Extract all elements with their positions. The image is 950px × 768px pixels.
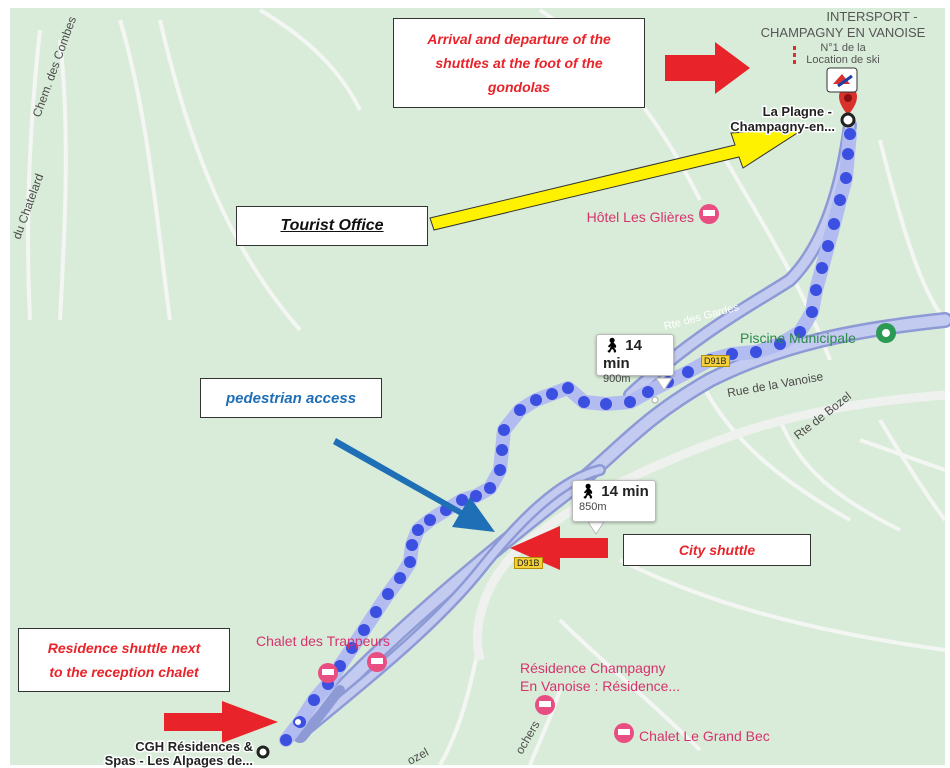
walking-route-dot bbox=[496, 444, 508, 456]
intersport-label-2: CHAMPAGNY EN VANOISE bbox=[761, 25, 926, 40]
walking-route-dot bbox=[404, 556, 416, 568]
annotation-arrival-line3: gondolas bbox=[487, 79, 551, 95]
walking-route-dot bbox=[822, 240, 834, 252]
red-arrow-city-shuttle bbox=[510, 526, 608, 570]
grand-bec-pin-icon[interactable] bbox=[614, 723, 634, 743]
chalet-pin-icon-2[interactable] bbox=[318, 663, 338, 683]
walking-route-dot bbox=[358, 624, 370, 636]
laplagne-label-2: Champagny-en... bbox=[730, 119, 835, 134]
residence-label-2: En Vanoise : Résidence... bbox=[520, 678, 680, 694]
pool-pin-icon[interactable] bbox=[876, 323, 896, 343]
walking-route-dot bbox=[382, 588, 394, 600]
walking-route-dot bbox=[562, 382, 574, 394]
walking-route-dot bbox=[406, 539, 418, 551]
walking-route-dot bbox=[470, 490, 482, 502]
walking-route-dot bbox=[514, 404, 526, 416]
annotation-arrival: Arrival and departure of the shuttles at… bbox=[393, 18, 645, 108]
residence-pin-icon[interactable] bbox=[535, 695, 555, 715]
annotation-city-shuttle: City shuttle bbox=[623, 534, 811, 566]
hotel-pin-icon[interactable] bbox=[699, 204, 719, 224]
walking-route-dot bbox=[578, 396, 590, 408]
walking-route-dot bbox=[484, 482, 496, 494]
walking-route-dot bbox=[346, 642, 358, 654]
walking-icon-2: 🚶︎ bbox=[579, 483, 597, 499]
hotel-glieres-label: Hôtel Les Glières bbox=[587, 209, 694, 225]
walking-route-dot bbox=[370, 606, 382, 618]
route-chip-walk2[interactable]: 🚶︎ 14 min 850m bbox=[572, 480, 656, 522]
walking-icon: 🚶︎ bbox=[603, 337, 621, 353]
route-distance: 900m bbox=[603, 373, 631, 385]
residence-label-1: Résidence Champagny bbox=[520, 660, 666, 676]
red-arrow-residence bbox=[164, 701, 278, 743]
walking-route-dot bbox=[810, 284, 822, 296]
walking-route-dot bbox=[624, 396, 636, 408]
yellow-arrow-tourist-office bbox=[429, 127, 807, 231]
walking-route-dot bbox=[280, 734, 292, 746]
walking-route-dot bbox=[494, 464, 506, 476]
walking-route-dot bbox=[546, 388, 558, 400]
annotation-residence: Residence shuttle next to the reception … bbox=[18, 628, 230, 692]
route-chip-pointer-2 bbox=[587, 521, 605, 535]
chalet-pin-icon[interactable] bbox=[367, 652, 387, 672]
intersport-sub-1: N°1 de la bbox=[820, 42, 866, 54]
walking-route-dot bbox=[844, 128, 856, 140]
walking-route-dot bbox=[412, 524, 424, 536]
waypoint-marker-icon bbox=[293, 717, 303, 727]
chalet-trappeurs-label: Chalet des Trappeurs bbox=[256, 633, 390, 649]
walking-route-dot bbox=[794, 326, 806, 338]
chalet-grand-bec-label: Chalet Le Grand Bec bbox=[639, 728, 770, 744]
annotation-residence-line2: to the reception chalet bbox=[49, 664, 199, 680]
poi-labels: INTERSPORT - CHAMPAGNY EN VANOISE N°1 de… bbox=[103, 9, 926, 768]
route-chip-pointer bbox=[655, 377, 673, 391]
walking-route-dot bbox=[774, 338, 786, 350]
walking-route-dot bbox=[806, 306, 818, 318]
intersport-label-1: INTERSPORT - bbox=[826, 9, 917, 24]
walking-route-dot bbox=[498, 424, 510, 436]
red-arrow-gondolas bbox=[665, 42, 750, 94]
cgh-label-2: Spas - Les Alpages de... bbox=[105, 753, 253, 768]
walking-route-dot bbox=[834, 194, 846, 206]
intersport-sub-2: Location de ski bbox=[806, 54, 879, 66]
walking-route-dot bbox=[424, 514, 436, 526]
route-duration-2: 14 min bbox=[601, 483, 649, 500]
walking-route-dot bbox=[828, 218, 840, 230]
origin-marker-icon[interactable] bbox=[256, 745, 270, 759]
road-badge-d91b: D91B bbox=[701, 355, 730, 367]
blue-arrow-pedestrian bbox=[333, 438, 495, 532]
walking-route-dot bbox=[682, 366, 694, 378]
ski-dots-icon bbox=[793, 46, 796, 64]
annotation-arrival-line1: Arrival and departure of the bbox=[427, 31, 611, 47]
route-duration: 14 min bbox=[603, 337, 642, 372]
walking-route-dot bbox=[750, 346, 762, 358]
piscine-label: Piscine Municipale bbox=[740, 330, 856, 346]
walking-route-dot bbox=[600, 398, 612, 410]
road-badge-d91b-2: D91B bbox=[514, 557, 543, 569]
annotation-city-shuttle-text: City shuttle bbox=[678, 542, 756, 558]
secondary-road bbox=[472, 390, 946, 662]
route-distance-2: 850m bbox=[579, 501, 607, 513]
cgh-label-1: CGH Résidences & bbox=[135, 739, 253, 754]
ski-shop-icon[interactable] bbox=[826, 67, 858, 93]
walking-route-dot bbox=[816, 262, 828, 274]
annotation-tourist-office: Tourist Office bbox=[236, 206, 428, 246]
annotation-arrival-line2: shuttles at the foot of the bbox=[435, 55, 603, 71]
walking-route-dot bbox=[456, 494, 468, 506]
waypoint-marker-icon-2 bbox=[651, 396, 659, 404]
walking-route-dot bbox=[530, 394, 542, 406]
laplagne-label-1: La Plagne - bbox=[763, 104, 832, 119]
route-chip-walk1[interactable]: 🚶︎ 14 min 900m bbox=[596, 334, 674, 385]
annotation-pedestrian-text: pedestrian access bbox=[225, 389, 357, 407]
annotation-pedestrian: pedestrian access bbox=[200, 378, 382, 418]
walking-route-dot bbox=[642, 386, 654, 398]
walking-route-dot bbox=[842, 148, 854, 160]
walking-route-dot bbox=[308, 694, 320, 706]
walking-route-dot bbox=[394, 572, 406, 584]
destination-pin-icon[interactable] bbox=[839, 88, 857, 128]
annotation-tourist-office-text: Tourist Office bbox=[280, 217, 384, 234]
annotation-residence-line1: Residence shuttle next bbox=[47, 640, 201, 656]
walking-route-dot bbox=[840, 172, 852, 184]
